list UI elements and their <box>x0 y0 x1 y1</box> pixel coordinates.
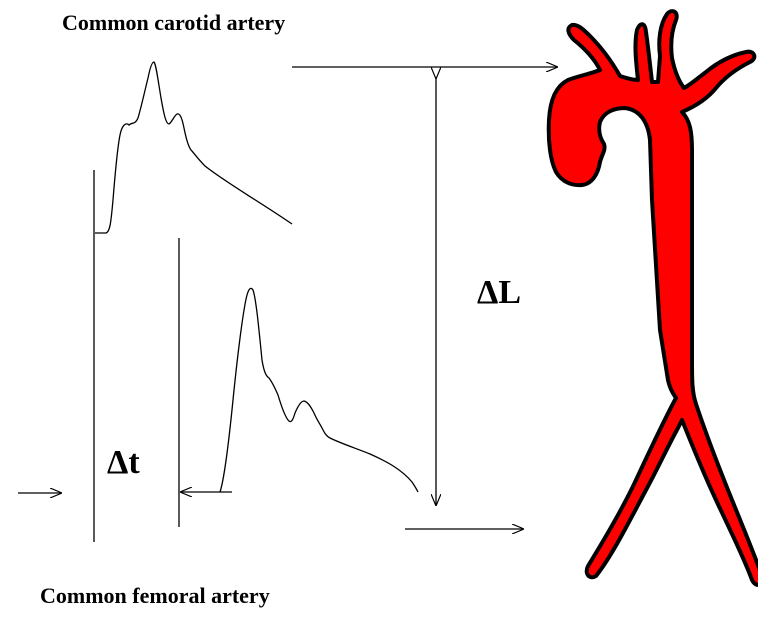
carotid-waveform <box>95 62 292 233</box>
aorta-illustration <box>549 11 758 585</box>
delta-t-label: Δt <box>107 444 140 482</box>
femoral-waveform <box>220 288 418 492</box>
delta-l-label: ΔL <box>477 274 521 312</box>
carotid-label: Common carotid artery <box>62 10 285 36</box>
femoral-label: Common femoral artery <box>40 583 270 609</box>
